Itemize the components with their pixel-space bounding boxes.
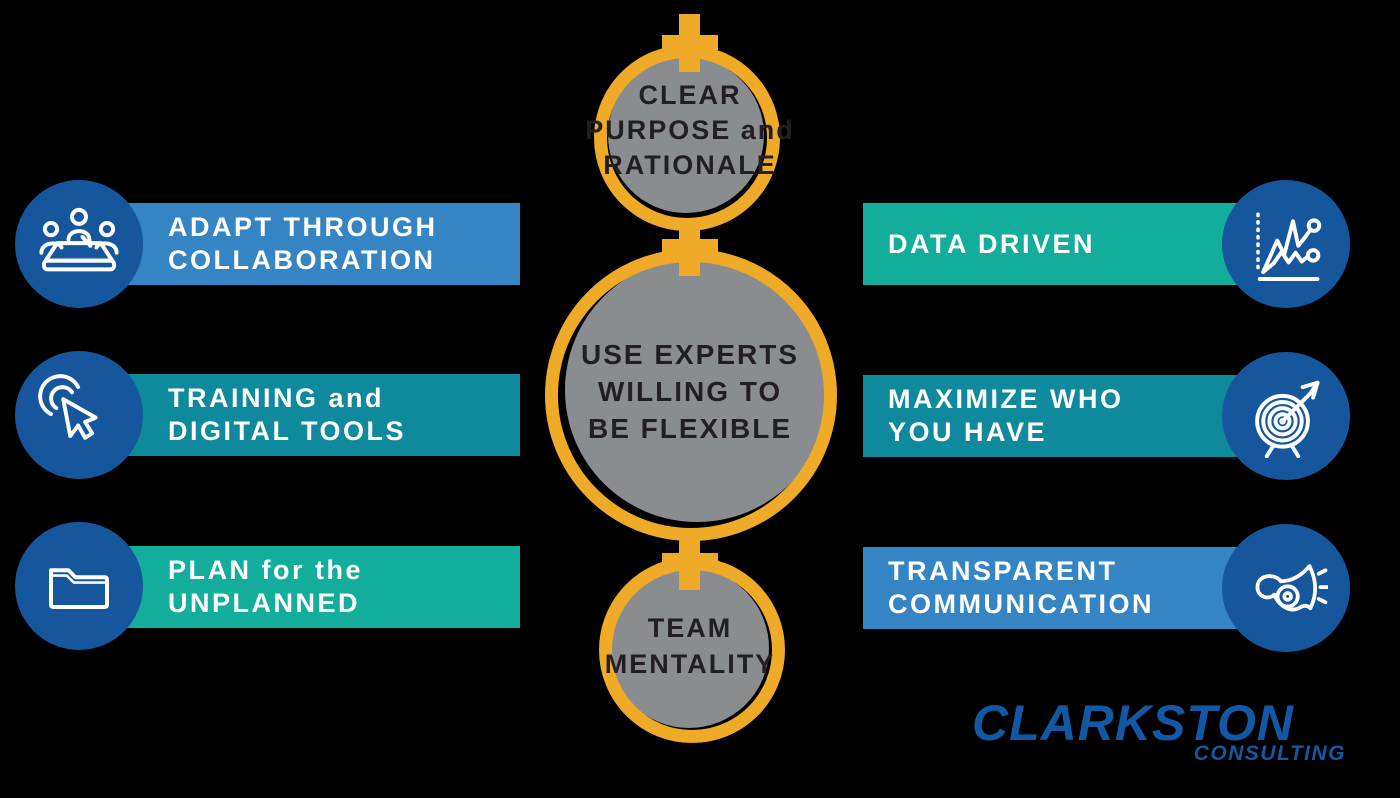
node-label-line: MENTALITY xyxy=(604,649,776,679)
banner-line: DATA DRIVEN xyxy=(888,228,1095,259)
node-label-line: CLEAR xyxy=(638,80,742,110)
banner-adapt-through-collaboration: ADAPT THROUGH COLLABORATION xyxy=(80,203,520,285)
banner-line: COLLABORATION xyxy=(168,245,436,275)
target-arrow-icon xyxy=(1222,352,1350,480)
banner-line: ADAPT THROUGH xyxy=(168,212,438,242)
node-label-team-mentality: TEAM MENTALITY xyxy=(540,610,840,682)
cursor-click-icon xyxy=(38,374,98,440)
banner-line: MAXIMIZE WHO xyxy=(888,384,1124,414)
banner-line: PLAN for the xyxy=(168,555,363,585)
node-label-line: PURPOSE and xyxy=(585,115,795,145)
banner-line: UNPLANNED xyxy=(168,588,361,618)
node-label-clear-purpose: CLEAR PURPOSE and RATIONALE xyxy=(540,78,840,183)
folder-icon xyxy=(49,568,109,609)
node-label-line: BE FLEXIBLE xyxy=(587,413,792,444)
meeting-collaboration-icon xyxy=(39,207,119,272)
megaphone-icon xyxy=(1222,524,1350,652)
plus-icon xyxy=(662,532,718,590)
logo-secondary-text: CONSULTING xyxy=(1193,742,1346,765)
banner-line: TRANSPARENT xyxy=(888,556,1118,586)
node-label-line: TEAM xyxy=(647,613,733,643)
banner-line: YOU HAVE xyxy=(888,417,1048,447)
node-label-line: WILLING TO xyxy=(597,376,783,407)
clarkston-consulting-logo: CLARKSTON CONSULTING xyxy=(972,695,1352,765)
line-chart-icon xyxy=(1222,180,1350,308)
folder-icon xyxy=(15,522,143,650)
node-label-use-experts: USE EXPERTS WILLING TO BE FLEXIBLE xyxy=(540,336,840,447)
banner-training-digital-tools: TRAINING and DIGITAL TOOLS xyxy=(80,374,520,456)
logo-primary-text: CLARKSTON xyxy=(972,695,1294,751)
banner-plan-for-unplanned: PLAN for the UNPLANNED xyxy=(80,546,520,628)
meeting-collaboration-icon xyxy=(15,180,143,308)
plus-icon xyxy=(662,218,718,276)
banner-line: DIGITAL TOOLS xyxy=(168,416,407,446)
megaphone-icon xyxy=(1255,564,1328,612)
plus-icon xyxy=(662,14,718,72)
banner-line: COMMUNICATION xyxy=(888,589,1154,619)
line-chart-icon xyxy=(1256,212,1322,281)
node-label-line: USE EXPERTS xyxy=(580,339,800,370)
node-label-line: RATIONALE xyxy=(603,150,777,180)
banner-line: TRAINING and xyxy=(168,383,384,413)
target-arrow-icon xyxy=(1255,380,1320,458)
cursor-click-icon xyxy=(15,351,143,479)
